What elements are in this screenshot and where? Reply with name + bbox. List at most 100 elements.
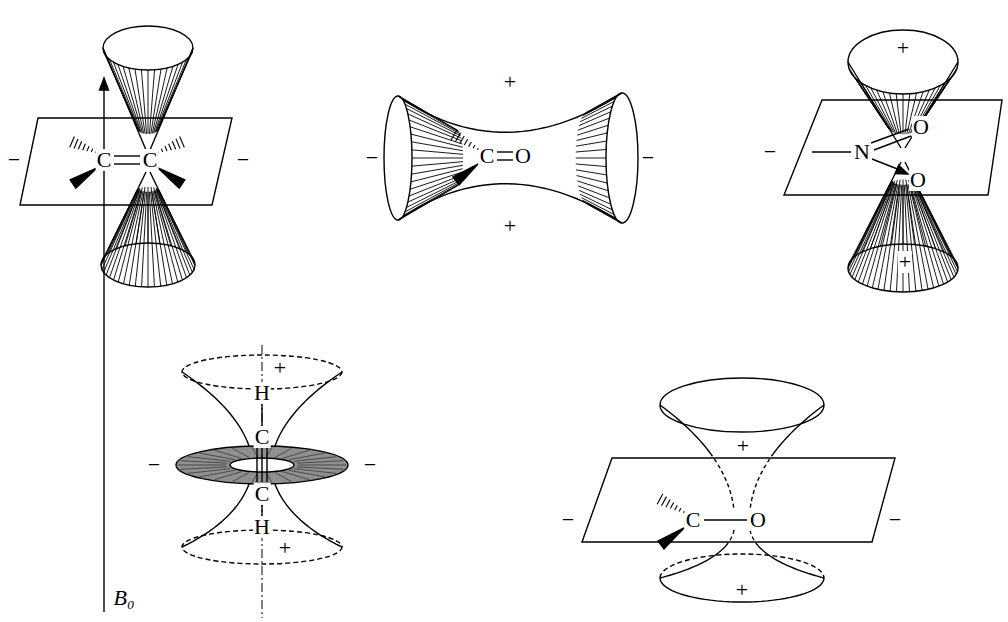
hash-stroke	[455, 133, 460, 142]
atom-symbol: O	[514, 145, 532, 167]
hatch-line	[412, 162, 463, 166]
cone-edge	[182, 474, 252, 547]
hatch-line	[125, 187, 142, 245]
hatch-line	[866, 85, 893, 131]
hash-stroke	[78, 141, 81, 149]
cone-rim	[660, 578, 824, 602]
hash-stroke	[74, 139, 78, 149]
hatch-line	[577, 125, 608, 135]
hashed-bond	[158, 136, 185, 152]
shielding-sign: −	[888, 509, 902, 531]
hash-stroke	[464, 139, 468, 145]
shielding-sign: +	[735, 579, 749, 601]
hatch-line	[405, 182, 460, 212]
hash-stroke	[460, 136, 464, 143]
cone-edge	[660, 543, 728, 578]
hatch-line	[903, 180, 904, 245]
shielding-cone-edge	[398, 93, 622, 132]
hash-stroke	[172, 141, 175, 149]
ring-stroke	[214, 472, 241, 480]
hatch-line	[913, 182, 944, 253]
hatch-line	[586, 93, 621, 112]
hatch-line	[156, 62, 183, 132]
hash-stroke	[165, 146, 167, 151]
hatch-line	[880, 180, 897, 246]
hatch-line	[584, 202, 618, 221]
double-bond	[874, 136, 911, 150]
cone-edge	[729, 530, 734, 542]
hatch-line	[891, 180, 900, 245]
shielding-sign: +	[273, 357, 287, 379]
atom-symbol: H	[253, 516, 271, 538]
shielding-sign: +	[503, 215, 517, 237]
cone-edge	[272, 372, 342, 456]
wedge-bond	[70, 168, 97, 188]
shielding-sign: −	[641, 147, 655, 169]
hatch-line	[412, 158, 463, 159]
hatch-line	[158, 189, 188, 253]
hatch-line	[577, 176, 608, 184]
ring-shading	[178, 447, 346, 483]
double-bond	[497, 159, 513, 160]
cone-hatching	[400, 96, 463, 219]
hash-stroke	[161, 149, 162, 152]
ring-stroke	[294, 457, 337, 462]
hatch-line	[148, 187, 149, 243]
ring-stroke	[180, 461, 227, 463]
hashed-bond	[451, 130, 479, 150]
hatch-line	[158, 53, 192, 130]
double-bond	[114, 163, 140, 164]
hash-stroke	[666, 500, 670, 508]
hatch-line	[852, 182, 893, 277]
ring-stroke	[180, 467, 227, 469]
hash-stroke	[675, 505, 678, 510]
hatch-line	[861, 83, 891, 132]
hatch-line	[412, 142, 463, 151]
cone-edge	[905, 162, 958, 268]
hatch-line	[104, 189, 139, 272]
ring-stroke	[178, 465, 226, 466]
cone-rim	[660, 554, 824, 578]
atom-symbol: H	[253, 382, 271, 404]
atom-symbol: O	[912, 116, 930, 138]
hatch-line	[400, 186, 458, 220]
hash-stroke	[473, 145, 475, 148]
cone-rim	[103, 26, 193, 70]
atom-symbol: C	[96, 149, 113, 171]
hash-stroke	[87, 146, 89, 151]
cone-edge	[150, 48, 193, 150]
hatch-line	[576, 141, 606, 146]
shielding-sign: +	[896, 37, 910, 59]
hatch-line	[580, 194, 612, 210]
cone-edge	[660, 405, 713, 456]
cone-hatching	[850, 180, 955, 261]
hash-stroke	[169, 144, 172, 150]
field-label: B₀	[112, 587, 135, 609]
hatch-line	[400, 96, 458, 130]
shielding-sign: −	[561, 509, 575, 531]
hatch-line	[581, 198, 614, 215]
hatch-line	[915, 183, 951, 257]
hatch-line	[583, 98, 616, 116]
hash-stroke	[70, 136, 75, 147]
hatch-line	[102, 188, 139, 269]
hatch-line	[410, 127, 462, 144]
atom-symbol: C	[142, 149, 159, 171]
hatch-line	[104, 53, 138, 130]
shielding-sign: −	[365, 147, 379, 169]
shielding-sign: −	[7, 149, 21, 171]
cone-edge	[848, 162, 901, 268]
hash-stroke	[176, 139, 180, 149]
ring-stroke	[232, 448, 249, 457]
hatch-line	[136, 187, 145, 244]
hatch-line	[867, 184, 896, 287]
cone-hatching	[104, 53, 191, 134]
hatch-line	[156, 188, 180, 249]
shielding-sign: +	[736, 435, 750, 457]
triple-bond	[261, 448, 262, 482]
ring-stroke	[289, 470, 325, 477]
shielding-sign: +	[898, 251, 912, 273]
hatch-line	[578, 186, 609, 198]
hatch-line	[403, 184, 459, 216]
